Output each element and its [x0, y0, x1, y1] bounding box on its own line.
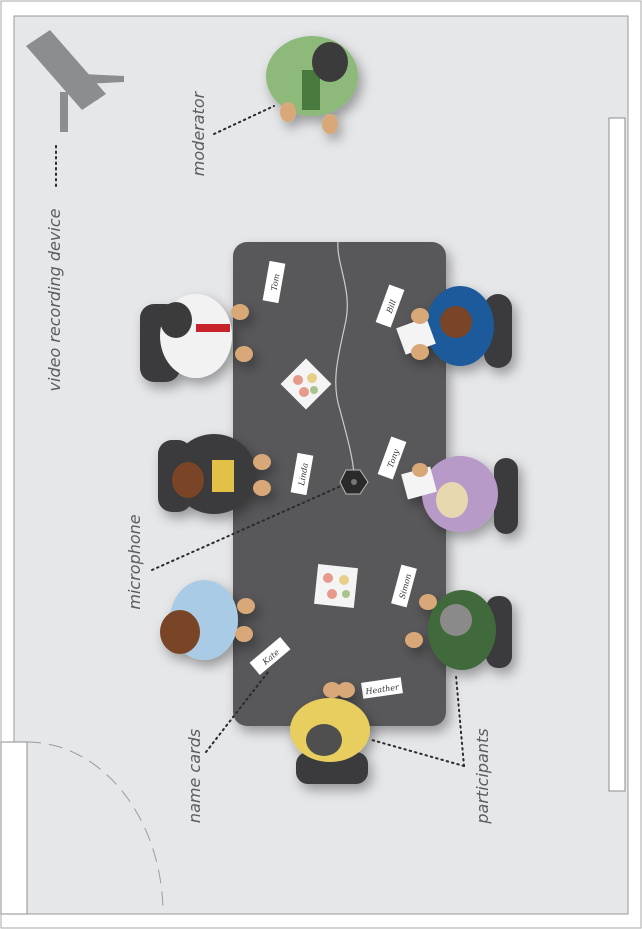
leader-line-microphone — [151, 481, 351, 571]
participant-purple — [401, 456, 518, 534]
leader-line-participants-a — [371, 739, 465, 767]
microphone-icon — [339, 469, 369, 495]
microphone-label: microphone — [125, 514, 144, 609]
microphone-cable — [335, 241, 355, 479]
leader-line-moderator — [213, 105, 275, 135]
name-card-tom: Tom — [262, 260, 286, 304]
name-card-tony: Tony — [377, 436, 407, 480]
participant-light-blue — [160, 580, 255, 660]
food-plate-2 — [314, 564, 358, 608]
participants-label: participants — [473, 728, 492, 824]
participant-white-shirt — [140, 294, 253, 382]
name-card-linda: Linda — [290, 452, 314, 496]
video-camera-icon — [26, 30, 124, 132]
leader-line-name-cards — [205, 671, 269, 753]
name-card-label: Linda — [297, 462, 310, 487]
participant-yellow — [290, 682, 370, 784]
moderator-figure — [266, 36, 358, 134]
name-card-simon: Simon — [391, 564, 417, 608]
window — [608, 117, 626, 792]
conference-table — [233, 242, 446, 726]
name-cards-label: name cards — [185, 729, 204, 823]
name-card-label: Tom — [270, 273, 282, 292]
participant-black-suit — [158, 434, 271, 514]
door — [0, 741, 28, 915]
door-swing-arc — [26, 741, 164, 915]
name-card-heather: Heather — [361, 677, 403, 699]
name-card-bill: Bill — [375, 284, 405, 328]
video-device-label: video recording device — [45, 208, 64, 391]
moderator-label: moderator — [189, 90, 208, 176]
participant-green — [405, 590, 512, 670]
participant-blue — [396, 286, 512, 368]
leader-line-participants-b — [455, 675, 465, 767]
